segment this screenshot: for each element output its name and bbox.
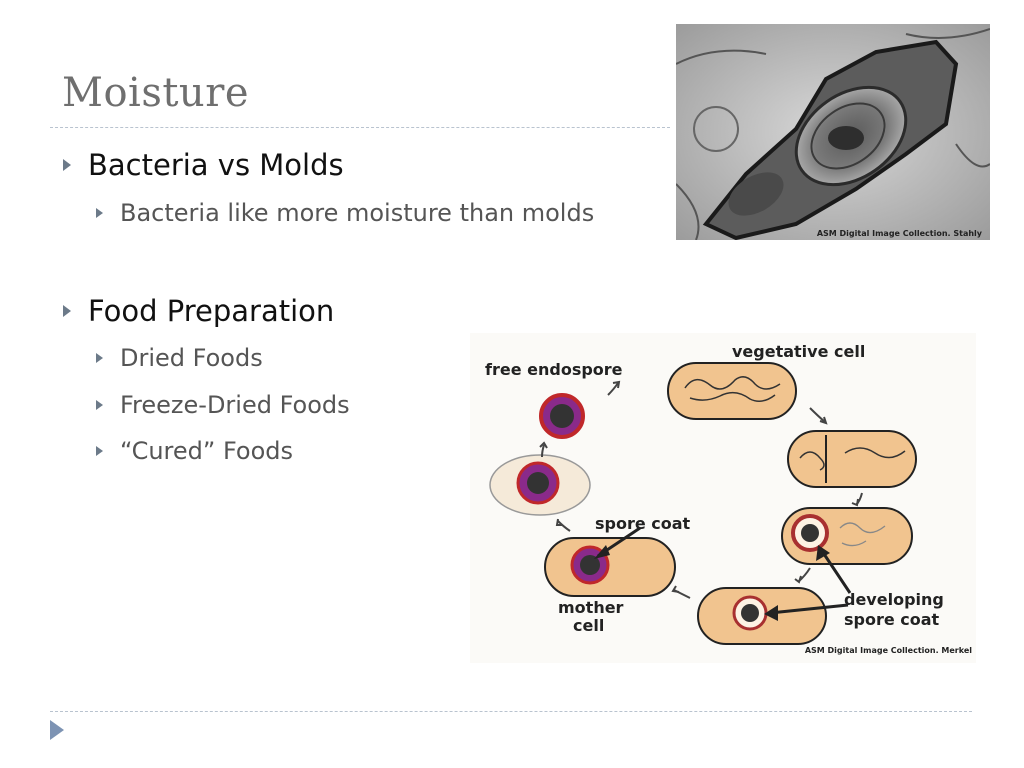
forespore-cell-shape bbox=[781, 507, 913, 565]
bullet-arrow-icon bbox=[63, 305, 71, 317]
sporulation-cycle-diagram: vegetative cell bbox=[470, 333, 976, 663]
sub-bullet-freeze-dried: Freeze-Dried Foods bbox=[96, 391, 350, 419]
pointer-arrows bbox=[594, 526, 852, 621]
diagram-credit: ASM Digital Image Collection. Merkel bbox=[805, 646, 972, 655]
released-spore-shape bbox=[489, 454, 591, 516]
sub-bullet-text: “Cured” Foods bbox=[120, 437, 294, 465]
sub-bullet-arrow-icon bbox=[96, 208, 103, 218]
bullet-arrow-icon bbox=[63, 159, 71, 171]
label-spore-coat: spore coat bbox=[595, 514, 691, 533]
bullet-text: Bacteria vs Molds bbox=[88, 148, 344, 182]
label-free-endospore: free endospore bbox=[485, 360, 623, 379]
label-developing: developing bbox=[844, 590, 944, 609]
label-cell: cell bbox=[573, 616, 604, 635]
bullet-food-preparation: Food Preparation bbox=[63, 294, 334, 328]
footer-divider bbox=[50, 711, 972, 712]
cycle-arrows bbox=[539, 380, 863, 599]
vegetative-cell-shape bbox=[667, 362, 797, 420]
photo-credit: ASM Digital Image Collection. Stahly bbox=[817, 229, 983, 238]
bacterium-micrograph-image: ASM Digital Image Collection. Stahly bbox=[676, 24, 990, 240]
label-mother: mother bbox=[558, 598, 624, 617]
sub-bullet-arrow-icon bbox=[96, 353, 103, 363]
sub-bullet-text: Dried Foods bbox=[120, 344, 263, 372]
dividing-cell-shape bbox=[787, 430, 917, 488]
slide-title: Moisture bbox=[62, 70, 249, 116]
sub-bullet-arrow-icon bbox=[96, 400, 103, 410]
developing-spore-coat-cell-shape bbox=[697, 587, 827, 645]
sub-bullet-dried-foods: Dried Foods bbox=[96, 344, 263, 372]
bullet-bacteria-vs-molds: Bacteria vs Molds bbox=[63, 148, 344, 182]
sub-bullet-text: Freeze-Dried Foods bbox=[120, 391, 350, 419]
bullet-text: Food Preparation bbox=[88, 294, 335, 328]
free-endospore-shape bbox=[539, 393, 585, 439]
label-spore-coat-2: spore coat bbox=[844, 610, 940, 629]
sub-bullet-moisture: Bacteria like more moisture than molds bbox=[96, 199, 594, 227]
next-slide-arrow-icon[interactable] bbox=[50, 720, 64, 740]
sub-bullet-cured-foods: “Cured” Foods bbox=[96, 437, 293, 465]
sub-bullet-text: Bacteria like more moisture than molds bbox=[120, 199, 595, 227]
title-divider bbox=[50, 127, 670, 128]
label-vegetative-cell: vegetative cell bbox=[732, 342, 865, 361]
sub-bullet-arrow-icon bbox=[96, 446, 103, 456]
